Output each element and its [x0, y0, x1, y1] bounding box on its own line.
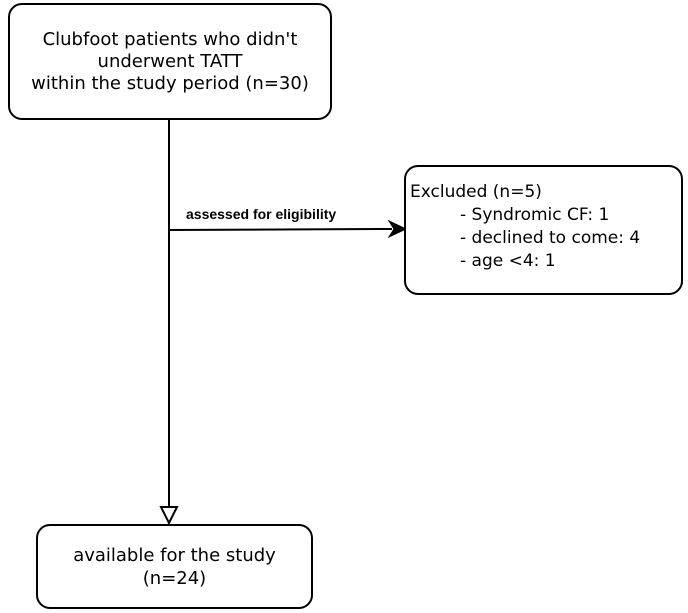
- node-clubfoot-patients: Clubfoot patients who didn't underwent T…: [8, 3, 332, 120]
- node-text-line: available for the study: [73, 544, 276, 566]
- excluded-item: - declined to come: 4: [460, 228, 641, 248]
- edge-label-assessed: assessed for eligibility: [186, 206, 337, 222]
- arrowhead-open-down: [159, 506, 179, 526]
- node-text-line: within the study period (n=30): [31, 72, 309, 94]
- node-text-line: (n=24): [142, 567, 207, 589]
- arrowhead-filled-right: [387, 219, 408, 239]
- excluded-item: - Syndromic CF: 1: [460, 205, 610, 225]
- node-excluded: Excluded (n=5) - Syndromic CF: 1 - decli…: [404, 165, 683, 295]
- node-available-for-study: available for the study (n=24): [36, 524, 313, 609]
- node-text-line: underwent TATT: [97, 50, 243, 72]
- node-text-line: Clubfoot patients who didn't: [42, 28, 298, 50]
- branch-line-excluded: [168, 227, 392, 231]
- excluded-item: - age <4: 1: [460, 251, 556, 271]
- excluded-heading: Excluded (n=5): [410, 182, 542, 202]
